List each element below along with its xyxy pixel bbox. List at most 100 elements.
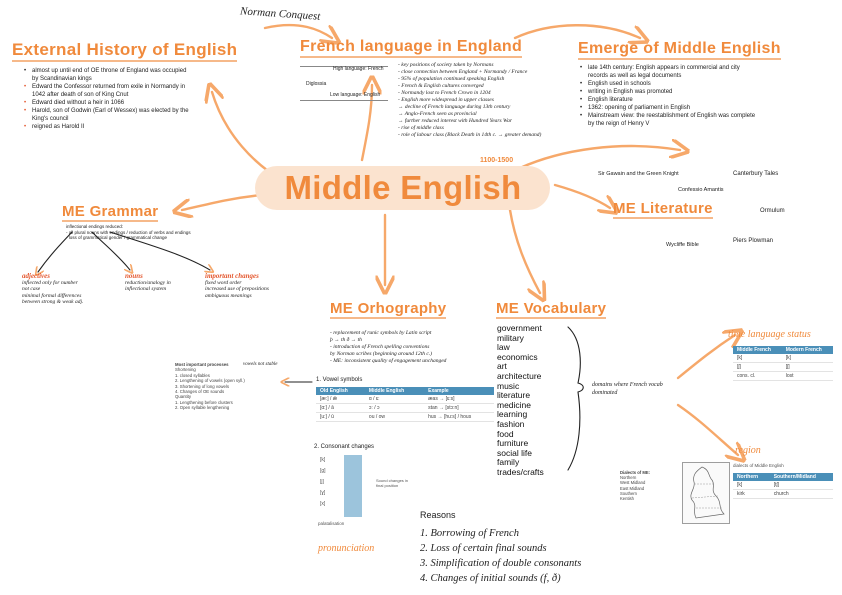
literature-work: Ormulum (760, 208, 785, 214)
table-row: [k] [tʃ] (733, 481, 833, 490)
dialect-item: Southern (620, 490, 637, 496)
vocab-word: military (497, 332, 524, 343)
grammar-intro-line: inflectional endings reduced: (66, 224, 124, 229)
phonology-line: 3. Shortening of long vowels (175, 383, 229, 389)
vocab-word: food (497, 428, 514, 439)
table-cell: [ɑ:] / ā (316, 403, 365, 413)
branch-head: adjectives (22, 272, 50, 280)
arrow-to-region (676, 403, 738, 455)
vocab-word: literature (497, 390, 531, 401)
grammar-branch-changes: important changes fixed word order incre… (205, 273, 325, 299)
table-cell: [u:] / ū (316, 412, 365, 422)
dialect-item: East Midland (620, 485, 645, 491)
phonology-line: 4. Changes of OE sounds (175, 389, 225, 395)
emerge-item: Mainstream view: the reestablishment of … (580, 112, 760, 128)
table-header-cell: Modern French (781, 346, 833, 354)
table-header-row: Middle French Modern French (733, 346, 833, 354)
arrow-top-norman (263, 23, 332, 38)
arrow-to-vocab (508, 208, 540, 293)
table-header-cell: Middle English (364, 387, 425, 395)
dialect-map-caption: Dialects of ME: (620, 470, 651, 475)
vocab-word: family (497, 457, 520, 468)
table-cell: [k] (733, 354, 782, 363)
french-note: - close connection between England + Nor… (398, 69, 528, 75)
vocab-word: trades/crafts (497, 466, 544, 477)
reason-item: 3. Simplification of double consonants (420, 558, 582, 569)
table-row: kirk church (733, 489, 833, 499)
phonology-line: 1. Lengthening before clusters (175, 399, 233, 405)
literature-work: Canterbury Tales (733, 171, 779, 177)
consonant-label: [j] (320, 479, 324, 485)
phonology-line: 1. closed syllables (175, 372, 210, 378)
external-item: almost up until end of OE throne of Engl… (24, 67, 194, 83)
grammar-intro-line: - loss of grammatical gender / grammatic… (66, 235, 168, 240)
dialect-item: Kentish (620, 496, 634, 502)
external-history-list: almost up until end of OE throne of Engl… (24, 67, 194, 131)
table-header-cell: Example (424, 387, 494, 395)
vocab-word: economics (497, 351, 538, 362)
external-item: reigned as Harold II (24, 123, 194, 131)
phonology-title: Most important processes (175, 362, 229, 367)
french-note: - role of labour class (Black Death in 1… (398, 132, 542, 138)
grammar-intro: inflectional endings reduced: - all plur… (66, 224, 246, 241)
branch-line: not case (22, 286, 41, 292)
emerge-item: English used in schools (580, 80, 760, 88)
table-row: [æ:] / ǣ ɑ / ɛ: æas → [ɛ:s] (316, 395, 494, 404)
consonant-label: [ɣ] (320, 490, 326, 496)
branch-line: inflected only for number (22, 279, 78, 286)
arrow-to-french (360, 85, 372, 162)
arrow-french-to-emerge (513, 24, 640, 38)
region-table: Northern Southern/Midland [k] [tʃ] kirk … (733, 473, 833, 499)
region-caption: dialects of Middle English (733, 463, 784, 468)
external-item: Harold, son of Godwin (Earl of Wessex) w… (24, 107, 194, 123)
consonant-footer: palatalisation (318, 521, 345, 526)
external-history-title: External History of English (12, 40, 238, 62)
french-note: - rise of middle class (398, 125, 444, 131)
status-title: time language status (728, 329, 811, 340)
diglossia-diagram: High language: French Diglossia Low lang… (300, 64, 390, 104)
emerge-title: Emerge of Middle English (578, 40, 781, 60)
orthography-note: - ME: inconsistent quality of engagement… (330, 358, 447, 364)
branch-line: inflectional system (125, 286, 167, 292)
table-cell: cons. cl. (733, 371, 782, 381)
vocabulary-note: domains where French vocab dominated (592, 382, 663, 396)
table-cell: [ʃ] (733, 362, 782, 372)
french-note: - 95% of population continued speaking E… (398, 76, 505, 82)
table-header-cell: Middle French (733, 346, 782, 354)
arrow-to-literature (553, 183, 610, 208)
external-item: Edward died without a heir in 1066 (24, 99, 194, 107)
emerge-item: late 14th century: English appears in co… (580, 64, 760, 80)
literature-title: ME Literature (613, 200, 713, 219)
vocab-word: social life (497, 447, 532, 458)
literature-work: Piers Plowman (733, 238, 774, 244)
center-title: Middle English (284, 169, 522, 206)
table-cell: [k] (781, 354, 833, 363)
table-cell: [æ:] / ǣ (316, 395, 365, 404)
orthography-note: - introduction of French spelling conven… (330, 344, 430, 350)
table-cell: [k] (733, 481, 770, 490)
branch-line: fixed word order (205, 279, 242, 286)
french-language-title: French language in England (300, 38, 523, 58)
dialect-map-list: Dialects of ME: Northern West Midland Ea… (620, 470, 680, 501)
pronunciation-label: pronunciation (318, 543, 375, 554)
table-cell: æas → [ɛ:s] (424, 395, 494, 404)
diglossia-label: Diglossia (306, 81, 327, 87)
dialect-map-image (682, 462, 730, 524)
emerge-item: writing in English was promoted (580, 88, 760, 96)
vocab-word: art (497, 361, 507, 372)
emerge-item: 1362: opening of parliament in English (580, 104, 760, 112)
vocab-word: music (497, 380, 520, 391)
vocab-word: furniture (497, 438, 529, 449)
vocabulary-list: government military law economics art ar… (497, 323, 577, 478)
table-cell: church (769, 489, 833, 499)
arrow-to-emerge (518, 146, 680, 170)
table-row: [u:] / ū ou / ow hus → [hu:s] / hous (316, 412, 494, 422)
dialect-item: West Midland (620, 480, 646, 486)
table-cell: kirk (733, 489, 770, 499)
phonology-note: Most important processes Shortening 1. c… (175, 362, 285, 411)
vowel-table-title: 1. Vowel symbols (316, 377, 363, 383)
table-header-cell: Northern (733, 473, 770, 481)
status-table: Middle French Modern French [k] [k] [ʃ] … (733, 346, 833, 381)
french-note: - key positions of society taken by Norm… (398, 62, 494, 68)
